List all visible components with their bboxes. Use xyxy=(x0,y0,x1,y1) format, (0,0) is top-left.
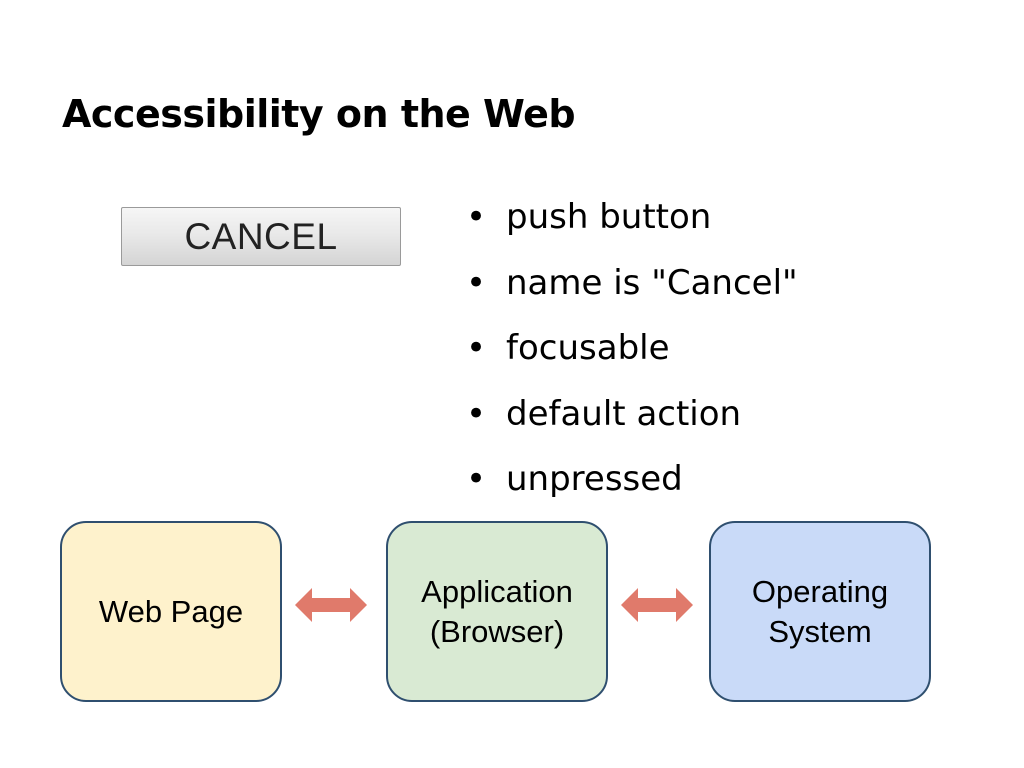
property-label: name is "Cancel" xyxy=(506,262,798,303)
box-label-line: (Browser) xyxy=(429,613,565,649)
double-headed-arrow-icon xyxy=(621,588,693,622)
property-label: focusable xyxy=(506,328,670,368)
slide-title: Accessibility on the Web xyxy=(62,92,576,136)
box-label-line: Application xyxy=(421,573,573,609)
bullet-icon: • xyxy=(466,459,487,499)
box-label-line: Web Page xyxy=(98,593,244,629)
property-list: • push button • name is "Cancel" • focusabl… xyxy=(466,190,798,518)
property-item-state: • unpressed xyxy=(466,452,798,518)
bullet-icon: • xyxy=(466,393,487,434)
web-page-label: Web Page xyxy=(99,592,243,632)
property-label: default action xyxy=(506,393,742,434)
cancel-button[interactable]: CANCEL xyxy=(121,207,401,266)
operating-system-label: Operating System xyxy=(752,572,888,652)
operating-system-box: Operating System xyxy=(709,521,931,702)
box-label-line: System xyxy=(768,613,872,649)
property-item-default-action: • default action xyxy=(466,387,798,453)
property-label: push button xyxy=(506,197,712,237)
arrow-shape xyxy=(295,588,367,622)
property-item-name: • name is "Cancel" xyxy=(466,256,798,322)
property-item-role: • push button xyxy=(466,190,798,256)
web-page-box: Web Page xyxy=(60,521,282,702)
bullet-icon: • xyxy=(466,328,487,368)
bullet-icon: • xyxy=(466,197,487,237)
application-browser-label: Application (Browser) xyxy=(421,572,573,652)
box-label-line: Operating xyxy=(751,573,889,609)
property-item-focusable: • focusable xyxy=(466,321,798,387)
arrow-shape xyxy=(621,588,693,622)
bullet-icon: • xyxy=(466,262,487,303)
double-headed-arrow-icon xyxy=(295,588,367,622)
application-browser-box: Application (Browser) xyxy=(386,521,608,702)
property-label: unpressed xyxy=(506,459,683,499)
